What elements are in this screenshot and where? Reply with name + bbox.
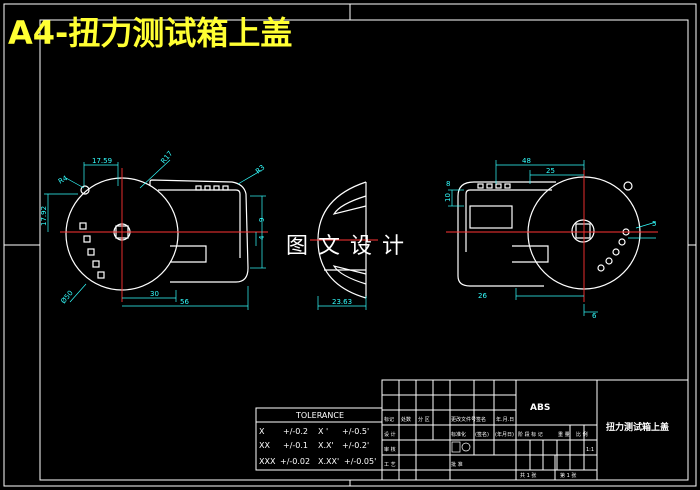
tb-r1-c1: 标记 [384,416,394,423]
right-housing-outline [457,181,556,287]
tb-stage-label: 阶 段 标 记 [518,431,543,438]
tb-r1-c6: 年.月.日 [496,416,514,423]
tolerance-table: TOLERANCE X +/-0.2 X ' +/-0.5' XX +/-0.1… [255,407,383,471]
right-dim-8: 8 [446,180,450,188]
right-dim-10: 10 [444,193,452,202]
tb-r2-c4: 标准化 [451,431,466,438]
right-dim-26: 26 [478,292,487,300]
left-dim-r17: R17 [159,150,174,166]
tb-sheet-number: 第 1 张 [560,472,576,479]
right-dim-48: 48 [522,157,531,165]
tb-r2-c5: (签名) [475,431,489,438]
tolerance-row-2-b: +/-0.1 [283,441,308,450]
left-dim-30: 30 [150,290,159,298]
left-view: 17.59 R4 R17 R3 17.92 Ø50 30 56 9 4 [40,150,268,310]
right-dim-25: 25 [546,167,555,175]
tb-scale-value: 1:1 [586,447,594,453]
watermark-text: 图文设计 [286,234,414,259]
right-square-hole [575,223,591,239]
tb-r2-c1: 设 计 [384,431,396,438]
right-view: 48 25 10 8 26 5 6 [444,157,658,320]
tb-r1-c5: 签名 [476,416,486,423]
tolerance-row-2-c: X.X' [318,441,334,450]
tolerance-row-1-d: +/-0.5' [342,427,369,436]
tb-r2-c6: (年月日) [495,431,514,438]
tb-r3-c1: 审 核 [384,446,396,453]
tb-r1-c4: 更改文件号 [451,416,476,423]
tolerance-row-3-a: XXX [259,457,276,466]
tb-seal-box [451,441,461,453]
tb-scale-label: 比 例 [576,431,588,438]
left-dim-height: 17.92 [40,206,48,226]
left-dim-9: 9 [258,218,266,222]
tb-r4-c4: 批 准 [451,461,463,468]
tolerance-row-1-c: X ' [318,427,328,436]
tolerance-header: TOLERANCE [295,411,344,420]
left-dim-56: 56 [180,298,189,306]
tb-r1-c3: 分 区 [418,416,430,423]
tolerance-row-1-b: +/-0.2 [283,427,308,436]
left-dim-r4: R4 [57,174,70,186]
left-dim-width-top: 17.59 [92,157,112,165]
right-dim-5: 5 [652,220,656,228]
material-label: ABS [530,403,550,413]
drawing-frame [3,3,697,487]
tolerance-row-1-a: X [259,427,265,436]
tolerance-row-3-b: +/-0.02 [280,457,310,466]
tb-r1-c2: 处数 [401,416,411,423]
tolerance-row-3-c: X.XX' [318,457,339,466]
tb-weight-label: 重 量 [558,431,570,438]
drawing-title: A4-扭力测试箱上盖 [8,14,292,52]
middle-dim-width: 23.63 [332,298,352,306]
right-dim-6: 6 [592,312,597,320]
middle-view: 23.63 [310,181,378,310]
tolerance-row-2-a: XX [259,441,270,450]
tolerance-row-3-d: +/-0.05' [344,457,376,466]
left-dim-diameter: Ø50 [59,289,74,305]
part-name: 扭力测试箱上盖 [606,421,669,433]
title-block: ABS 扭力测试箱上盖 标记 处数 分 区 更改文件号 签名 年.月.日 设 计… [381,379,689,481]
tolerance-row-2-d: +/-0.2' [342,441,369,450]
tb-seal-circle [461,442,471,452]
tb-r4-c1: 工 艺 [384,462,396,468]
left-housing-outline [149,179,249,283]
left-dim-4: 4 [258,235,266,240]
tb-sheets-total: 共 1 张 [520,472,536,479]
